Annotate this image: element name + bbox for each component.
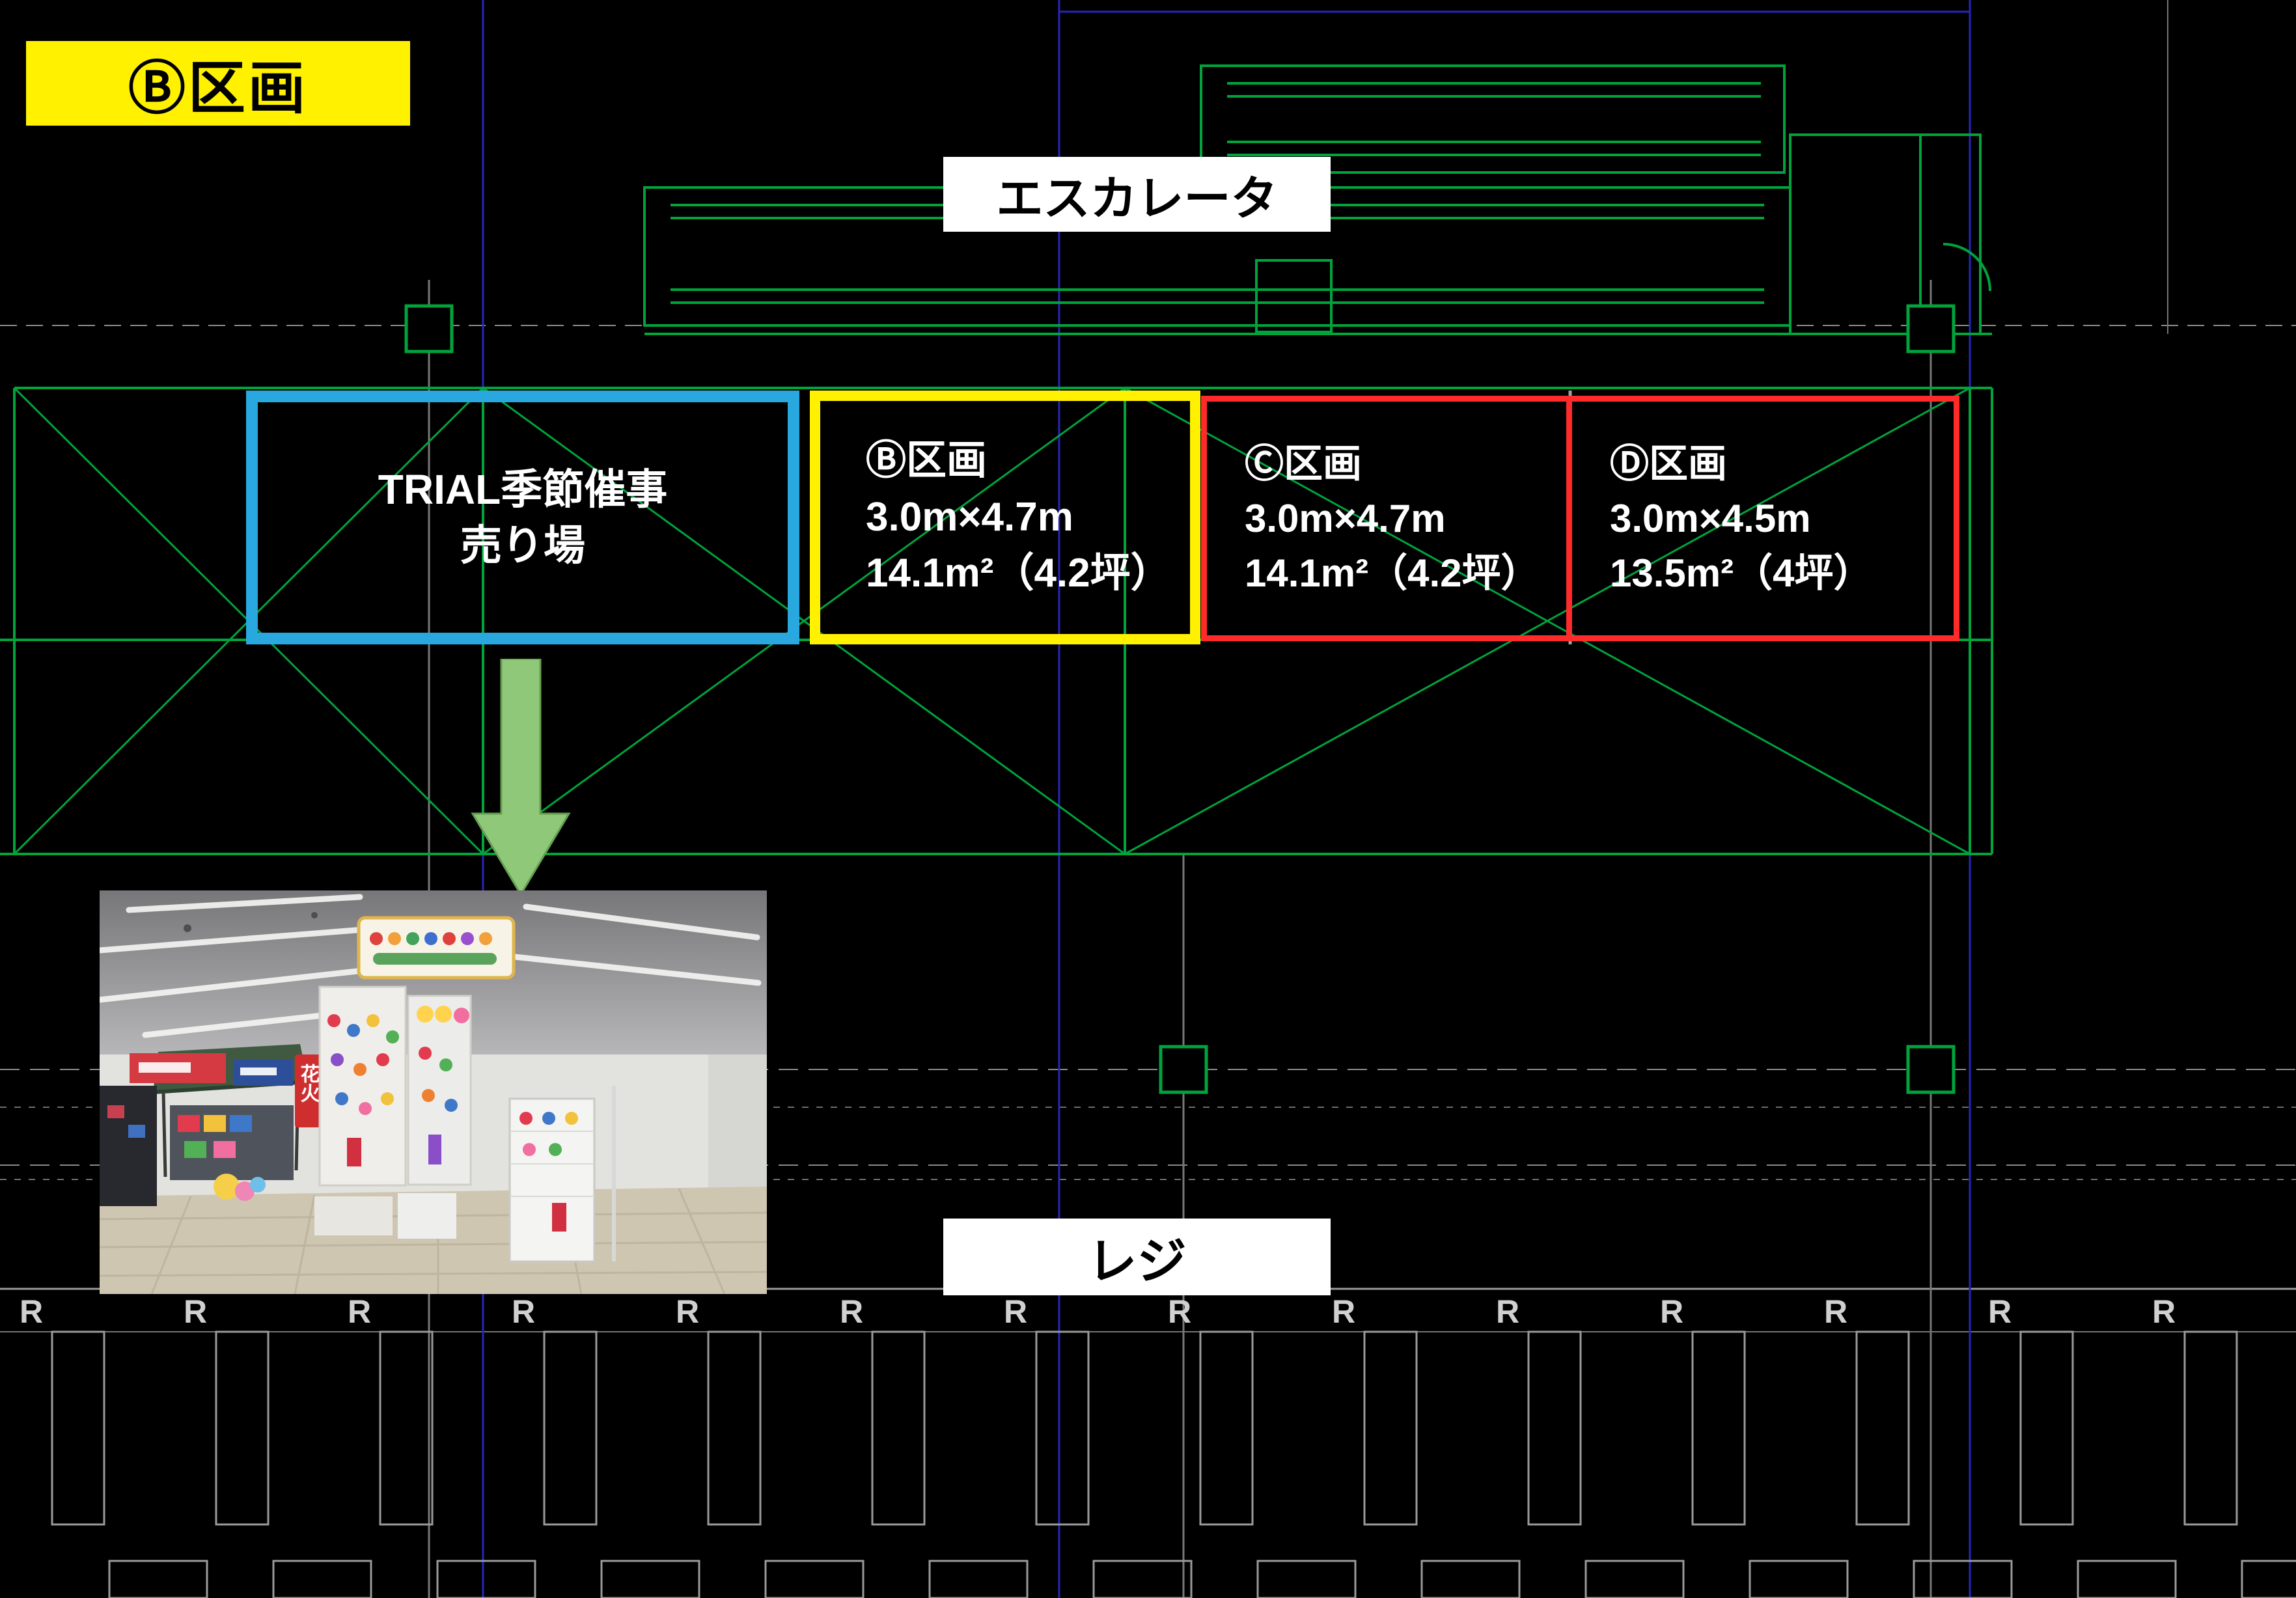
register-stall-label: R: [676, 1293, 699, 1330]
zone-b-area: 14.1m²（4.2坪）: [866, 551, 1171, 596]
photo-festival-sign: [357, 916, 516, 980]
zone-trial-highlight: TRIAL季節催事 売り場: [246, 391, 799, 644]
section-b-tag: Ⓑ区画: [26, 41, 410, 126]
register-stall-label: R: [840, 1293, 863, 1330]
photo-signs: 花火: [130, 1053, 321, 1127]
register-stall-labels: R R R R R R R R R R R R R R: [20, 1293, 2176, 1330]
register-stall-label: R: [1496, 1293, 1519, 1330]
zone-c-area: 14.1m²（4.2坪）: [1245, 551, 1540, 595]
register-stall-label: R: [184, 1293, 207, 1330]
zone-d-info: Ⓓ区画 3.0m×4.5m 13.5m²（4坪）: [1572, 402, 1954, 635]
register-stall-label: R: [1332, 1293, 1355, 1330]
zone-c-name: Ⓒ区画: [1245, 441, 1362, 486]
fireworks-banner: 花火: [295, 1054, 321, 1127]
section-b-tag-text: Ⓑ区画: [128, 55, 308, 120]
zone-d-name: Ⓓ区画: [1610, 441, 1727, 486]
register-stall-label: R: [348, 1293, 371, 1330]
register-stall-label: R: [1004, 1293, 1027, 1330]
zone-c-highlight: Ⓒ区画 3.0m×4.7m 14.1m²（4.2坪）: [1201, 396, 1572, 641]
zone-b-info: Ⓑ区画 3.0m×4.7m 14.1m²（4.2坪）: [820, 401, 1190, 634]
cad-register-stalls: [51, 1330, 2296, 1598]
escalator-label: エスカレータ: [943, 157, 1331, 232]
zone-d-highlight: Ⓓ区画 3.0m×4.5m 13.5m²（4坪）: [1566, 396, 1959, 641]
register-stall-label: R: [1988, 1293, 2012, 1330]
register-stall-label: R: [512, 1293, 535, 1330]
zone-trial-line2: 売り場: [460, 522, 585, 569]
register-stall-label: R: [20, 1293, 43, 1330]
down-arrow: [471, 659, 571, 896]
zone-d-size: 3.0m×4.5m: [1610, 496, 1811, 540]
register-stall-label: R: [2152, 1293, 2176, 1330]
zone-b-name: Ⓑ区画: [866, 437, 988, 483]
zone-c-info: Ⓒ区画 3.0m×4.7m 14.1m²（4.2坪）: [1207, 402, 1566, 635]
fireworks-banner-text: 花火: [297, 1064, 320, 1103]
register-label-text: レジ: [1087, 1234, 1187, 1289]
zone-b-highlight: Ⓑ区画 3.0m×4.7m 14.1m²（4.2坪）: [810, 391, 1200, 644]
zone-b-size: 3.0m×4.7m: [866, 494, 1073, 540]
zone-d-area: 13.5m²（4坪）: [1610, 551, 1873, 595]
register-stall-label: R: [1824, 1293, 1847, 1330]
zone-c-size: 3.0m×4.7m: [1245, 496, 1446, 540]
zone-trial-line1: TRIAL季節催事: [378, 465, 668, 513]
store-photo: 花火: [100, 890, 767, 1294]
store-photo-illustration: 花火: [100, 890, 767, 1294]
cad-column-markers: [404, 304, 1956, 1094]
register-stall-label: R: [1168, 1293, 1191, 1330]
escalator-label-text: エスカレータ: [996, 173, 1278, 225]
photo-merchandise: [100, 985, 616, 1263]
register-label: レジ: [943, 1219, 1331, 1295]
register-stall-label: R: [1660, 1293, 1683, 1330]
